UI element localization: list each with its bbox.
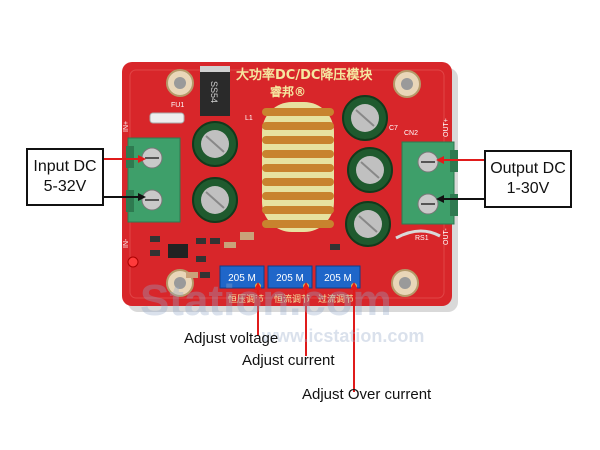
silk-out-minus: OUT- — [443, 228, 450, 245]
inductor-coil: L1 — [245, 102, 334, 232]
watermark-url: www.icstation.com — [262, 326, 425, 346]
svg-text:SS54: SS54 — [209, 81, 219, 103]
silk-out-plus: OUT+ — [443, 118, 450, 137]
input-terminal-block — [126, 137, 181, 223]
label-adjust-voltage: Adjust voltage — [184, 330, 279, 347]
pot-label-current: 恒流调节 — [274, 293, 310, 305]
potentiometer-voltage: 205 M — [219, 265, 265, 289]
board-title: 大功率DC/DC降压模块 — [236, 67, 373, 83]
output-terminal-block — [401, 141, 458, 225]
label-adjust-current: Adjust current — [242, 352, 335, 369]
mounting-hole — [166, 69, 421, 297]
output-callout-line1: Output DC — [490, 160, 566, 177]
board-brand: 睿邦® — [270, 84, 306, 99]
silk-cn2: CN2 — [404, 130, 418, 137]
silk-c7: C7 — [389, 125, 398, 132]
label-adjust-over-current: Adjust Over current — [302, 386, 432, 403]
fuse: FU1 — [149, 102, 185, 124]
output-arrows — [436, 156, 486, 203]
svg-text:FU1: FU1 — [171, 102, 184, 109]
watermark-logo: Station.com — [140, 276, 392, 325]
input-arrows — [102, 155, 146, 201]
output-callout-line2: 1-30V — [506, 180, 550, 197]
shunt-wire — [395, 229, 441, 240]
silk-in-plus: IN+ — [123, 121, 130, 132]
diode-ss54: SS54 — [200, 66, 230, 116]
adjust-pointer-lines — [254, 282, 358, 392]
input-callout: Input DC 5-32V — [26, 148, 104, 206]
pot-label-over-current: 过流调节 — [318, 293, 354, 305]
output-callout: Output DC 1-30V — [484, 150, 572, 208]
svg-text:205 M: 205 M — [228, 273, 256, 284]
input-callout-line2: 5-32V — [43, 178, 87, 195]
input-callout-line1: Input DC — [33, 158, 97, 175]
capacitor — [192, 95, 393, 247]
svg-text:L1: L1 — [245, 115, 253, 122]
svg-text:205 M: 205 M — [324, 273, 352, 284]
power-led — [127, 256, 139, 268]
pot-label-voltage: 恒压调节 — [228, 293, 264, 305]
silk-rs1: RS1 — [415, 235, 429, 242]
smd-components — [150, 232, 340, 278]
silk-in-minus: IN- — [123, 238, 130, 248]
svg-text:205 M: 205 M — [276, 273, 304, 284]
